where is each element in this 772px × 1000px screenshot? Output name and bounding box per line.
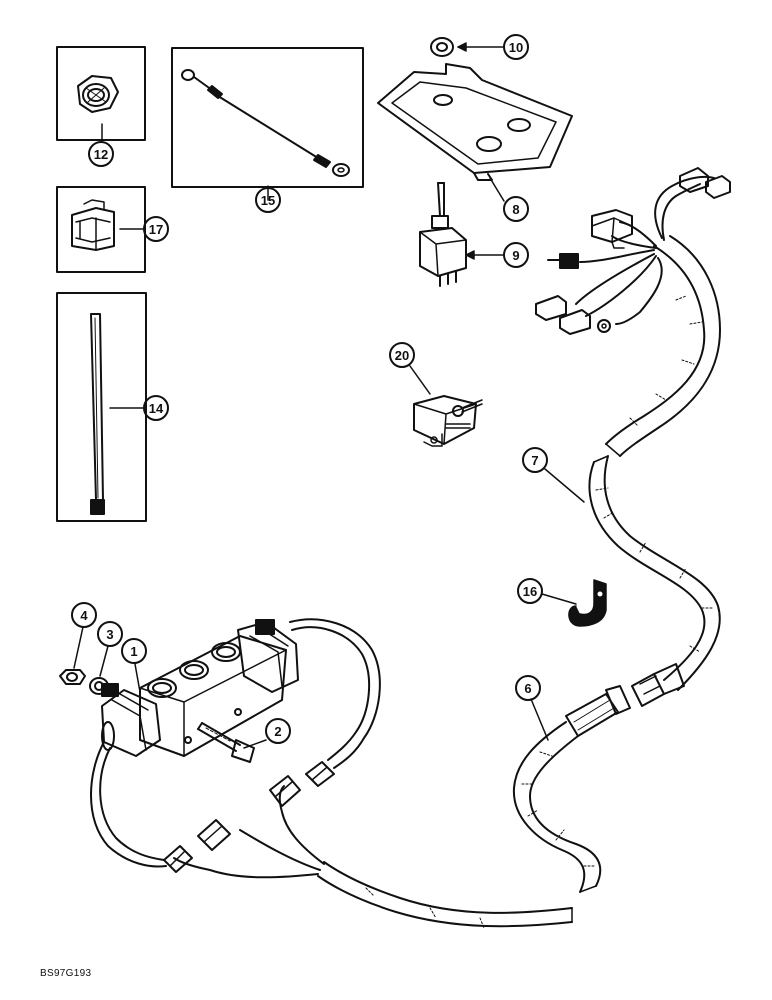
callout-15-label: 15	[261, 193, 275, 208]
cable-tie-14-box	[56, 292, 147, 522]
callout-12-label: 12	[94, 147, 108, 162]
harness-connector-pair	[565, 663, 685, 737]
callout-9: 9	[503, 242, 529, 268]
ground-strap-15	[181, 69, 350, 177]
toggle-switch-9	[419, 182, 467, 287]
harness-spade-b	[559, 309, 591, 335]
callout-12: 12	[88, 141, 114, 167]
callout-4: 4	[71, 602, 97, 628]
callout-7: 7	[522, 447, 548, 473]
callout-10-label: 10	[509, 40, 523, 55]
callout-1: 1	[121, 638, 147, 664]
callout-9-label: 9	[512, 248, 519, 263]
callout-17-label: 17	[149, 222, 163, 237]
callout-16-label: 16	[523, 584, 537, 599]
nut-12-box	[56, 46, 146, 141]
wire-harness-7	[535, 167, 731, 691]
callout-6: 6	[515, 675, 541, 701]
callout-17: 17	[143, 216, 169, 242]
callout-16: 16	[517, 578, 543, 604]
mounting-plate-8	[377, 63, 573, 181]
callout-4-label: 4	[80, 608, 88, 623]
valve-plug-d	[163, 845, 193, 873]
bolt-2	[197, 722, 255, 763]
harness-fuse	[547, 253, 579, 269]
callout-8: 8	[503, 196, 529, 222]
ground-strap-15-box	[171, 47, 364, 188]
harness-connector-double	[591, 209, 633, 249]
clamp-16	[568, 579, 607, 627]
circuit-breaker-20	[413, 395, 483, 447]
callout-20-label: 20	[395, 348, 409, 363]
valve-plug-a	[269, 775, 301, 807]
valve-plug-c	[197, 819, 231, 851]
callout-14-label: 14	[149, 401, 164, 416]
callout-6-label: 6	[524, 681, 531, 696]
connector-housing-17	[71, 199, 115, 251]
callout-20: 20	[389, 342, 415, 368]
harness-spade-a	[535, 295, 567, 321]
callout-8-label: 8	[512, 202, 519, 217]
harness-plug-b	[705, 175, 731, 199]
callout-3: 3	[97, 621, 123, 647]
solenoid-right	[237, 619, 299, 693]
cable-tie-14	[90, 313, 105, 515]
valve-plug-b	[305, 761, 335, 787]
callout-14: 14	[143, 395, 169, 421]
wire-harness-6	[90, 618, 602, 929]
nut-4	[59, 669, 86, 685]
callout-10: 10	[503, 34, 529, 60]
valve-block-1	[139, 635, 287, 757]
harness-ring-terminal	[597, 319, 611, 333]
nut-10	[430, 37, 454, 57]
callout-2: 2	[265, 718, 291, 744]
callout-15: 15	[255, 187, 281, 213]
drawing-code: BS97G193	[40, 968, 92, 979]
callout-7-label: 7	[531, 453, 538, 468]
harness-plug-a	[679, 167, 709, 193]
callout-2-label: 2	[274, 724, 281, 739]
callout-leaders	[73, 42, 585, 749]
hex-nut-12	[77, 75, 119, 113]
callout-1-label: 1	[130, 644, 137, 659]
callout-3-label: 3	[106, 627, 113, 642]
